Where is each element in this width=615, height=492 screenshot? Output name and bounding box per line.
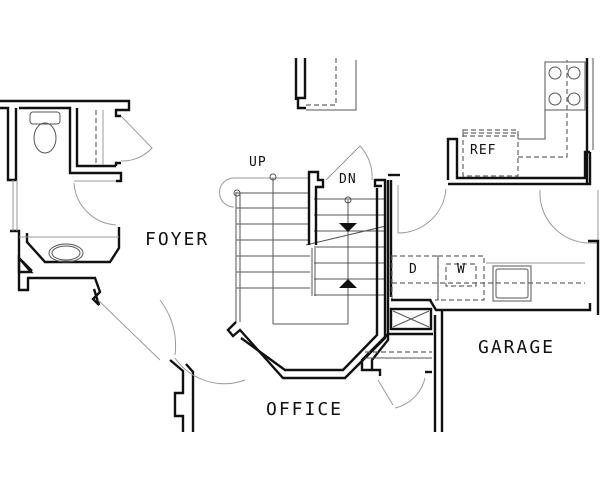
fixture-label-refrigerator: REF	[470, 143, 497, 158]
up-arrow-icon	[339, 279, 357, 288]
down-arrow-icon	[339, 223, 357, 232]
hvac-icon	[389, 307, 433, 331]
toilet-icon	[29, 111, 61, 154]
stove-icon	[544, 61, 586, 111]
stair-label-down: DN	[339, 172, 357, 187]
refrigerator	[462, 129, 519, 177]
fixture-label-dryer: D	[409, 262, 419, 277]
staircase	[219, 170, 387, 325]
room-label-garage: GARAGE	[478, 337, 556, 358]
fixture-label-washer: W	[457, 262, 467, 277]
sink-icon	[19, 236, 119, 263]
stair-label-up: UP	[249, 155, 267, 170]
laundry-counter	[391, 255, 585, 302]
bathroom-walls	[0, 99, 131, 306]
room-label-office: OFFICE	[266, 399, 344, 420]
room-label-foyer: FOYER	[145, 229, 210, 250]
